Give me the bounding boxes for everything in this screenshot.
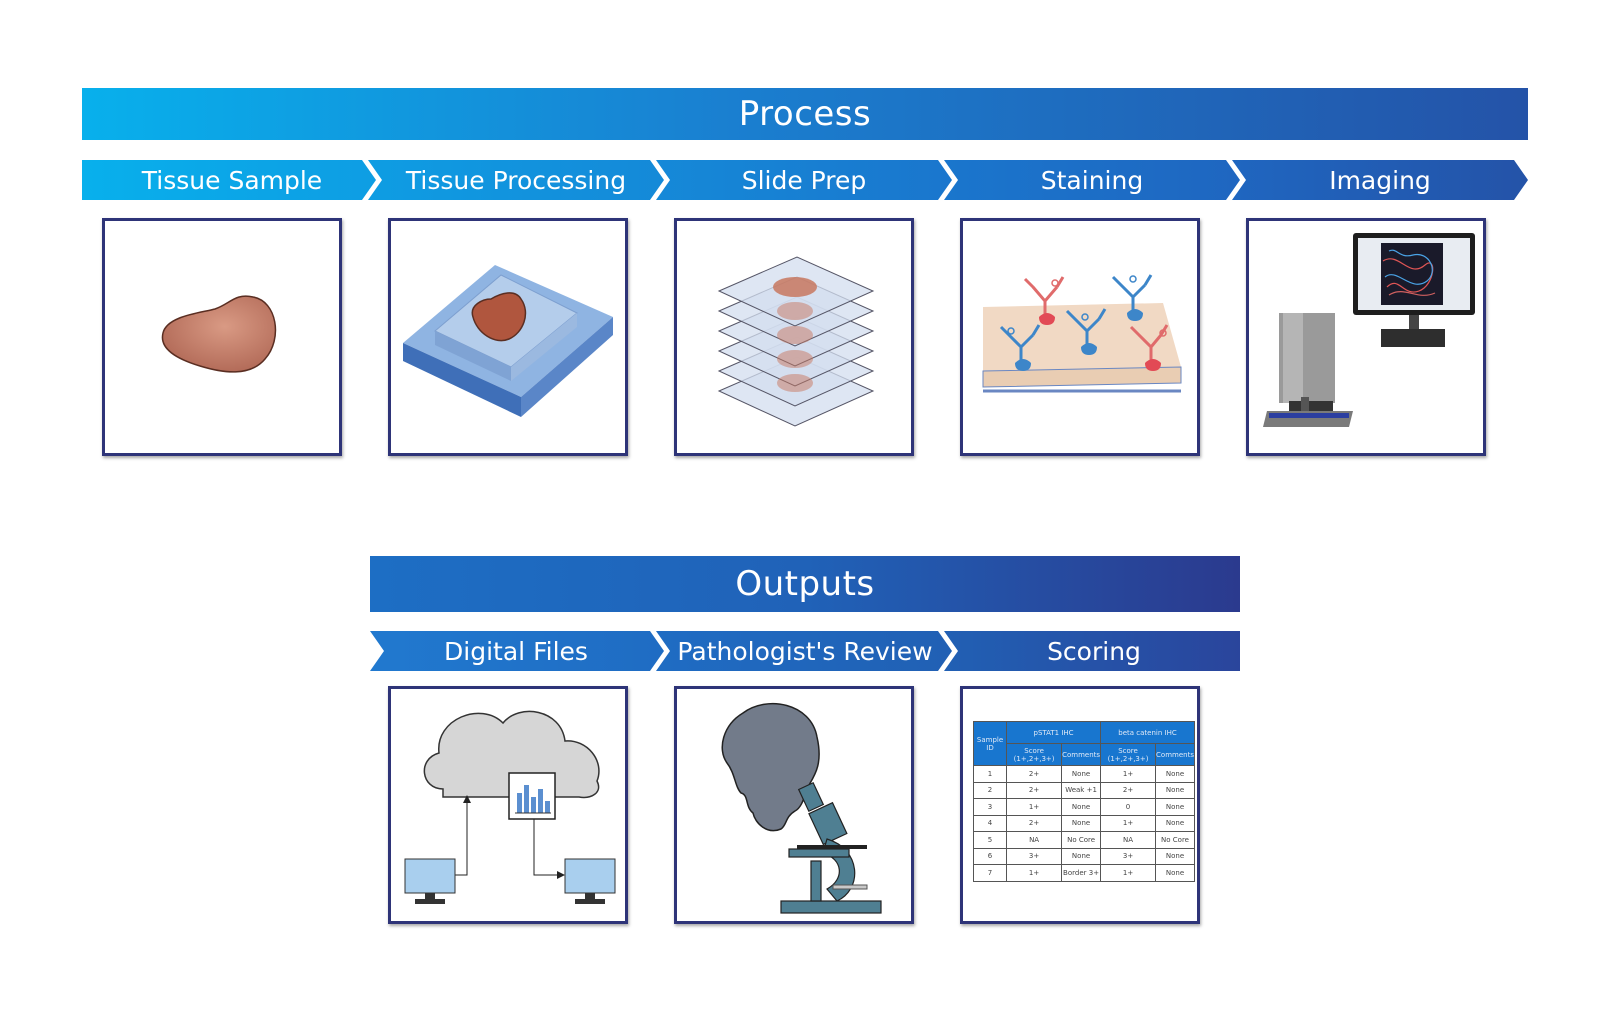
outputs-title: Outputs (735, 564, 875, 604)
slide-prep-panel (674, 218, 914, 456)
imaging-panel (1246, 218, 1486, 456)
tissue-processing-panel (388, 218, 628, 456)
pathologists-review-panel (674, 686, 914, 924)
slides-stack-illustration (717, 256, 875, 427)
tissue-sample-illustration (161, 295, 277, 373)
group-header-1: pSTAT1 IHC (1006, 721, 1102, 744)
scoring-panel: Sample ID pSTAT1 IHC beta catenin IHC Sc… (960, 686, 1200, 924)
cloud-files-illustration (404, 710, 616, 904)
group-header-2: beta catenin IHC (1100, 721, 1195, 744)
sub-header: Comments (1155, 743, 1195, 766)
process-title: Process (738, 94, 872, 134)
output-pathologists-review: Pathologist's Review (677, 636, 933, 666)
sub-header: Score (1+,2+,3+) (1100, 743, 1157, 766)
antibody-staining-illustration (982, 274, 1182, 393)
output-digital-files: Digital Files (444, 636, 588, 666)
step-tissue-sample: Tissue Sample (141, 165, 323, 195)
tissue-sample-panel (102, 218, 342, 456)
scoring-table: Sample ID pSTAT1 IHC beta catenin IHC Sc… (972, 721, 1195, 882)
sub-header: Comments (1061, 743, 1102, 766)
sub-header: Score (1+,2+,3+) (1006, 743, 1063, 766)
step-imaging: Imaging (1329, 165, 1431, 195)
scanner-monitor-illustration (1263, 233, 1475, 427)
process-banner: Process (82, 88, 1528, 140)
outputs-banner: Outputs (370, 556, 1240, 612)
step-tissue-processing: Tissue Processing (405, 165, 627, 195)
pathologist-microscope-illustration (721, 702, 882, 914)
output-scoring: Scoring (1047, 636, 1141, 666)
sample-id-header: Sample ID (972, 721, 1008, 766)
staining-panel (960, 218, 1200, 456)
step-staining: Staining (1040, 165, 1144, 195)
cassette-illustration (403, 265, 613, 417)
digital-files-panel (388, 686, 628, 924)
step-slide-prep: Slide Prep (741, 165, 867, 195)
